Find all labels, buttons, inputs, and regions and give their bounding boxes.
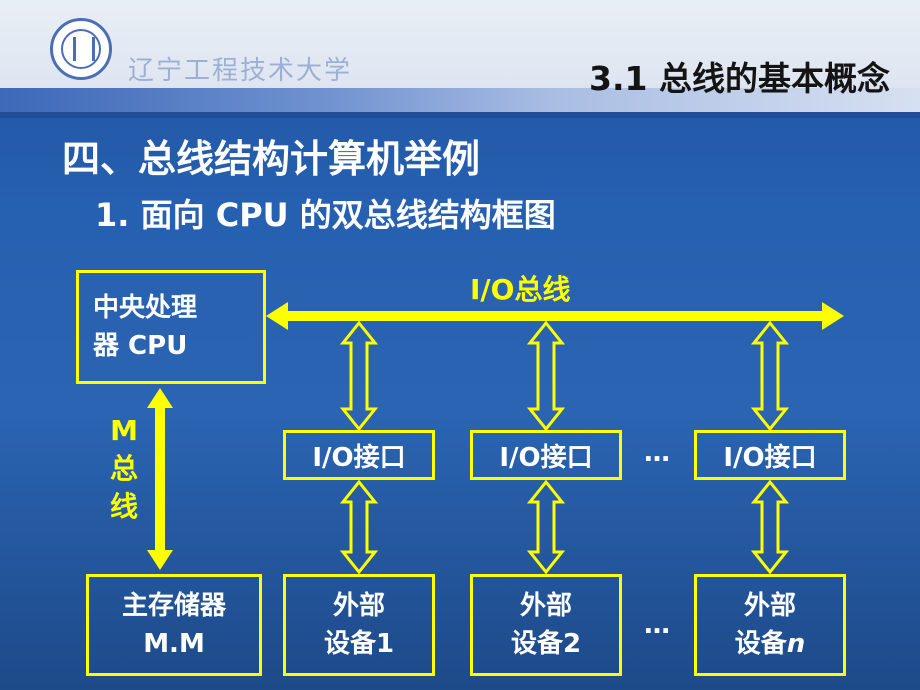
io-link-arrow-2: [526, 320, 566, 432]
io-bus-arrow: [266, 302, 844, 330]
device-n: 外部 设备n: [694, 574, 846, 676]
device-line1: 外部: [519, 591, 572, 621]
ellipsis-interfaces: …: [644, 438, 670, 468]
io-interface-2: I/O接口: [470, 430, 622, 480]
section-title: 3.1 总线的基本概念: [589, 59, 890, 98]
dev-link-arrow-3: [750, 479, 790, 575]
main-memory-line1: 主存储器: [121, 591, 226, 621]
device-line2: 设备n: [734, 629, 806, 659]
dev-link-arrow-2: [526, 479, 566, 575]
io-interface-n: I/O接口: [694, 430, 846, 480]
m-bus-arrow: [147, 388, 173, 570]
ellipsis-devices: …: [644, 610, 670, 640]
university-name: 辽宁工程技术大学: [128, 56, 353, 86]
device-suffix: n: [786, 629, 806, 659]
device-1: 外部 设备1: [283, 574, 435, 676]
device-suffix: 1: [375, 629, 395, 659]
slide-subheading: 1. 面向 CPU 的双总线结构框图: [95, 196, 556, 234]
cpu-label-line1: 中央处理: [93, 293, 198, 323]
header-divider: [0, 112, 920, 118]
device-suffix: 2: [562, 629, 582, 659]
university-logo: [50, 18, 112, 80]
main-memory-line2: M.M: [143, 629, 205, 659]
io-link-arrow-1: [339, 320, 379, 432]
device-2: 外部 设备2: [470, 574, 622, 676]
m-bus-char: 总: [109, 452, 138, 485]
device-line1: 外部: [332, 591, 385, 621]
device-line1: 外部: [743, 591, 796, 621]
cpu-box: 中央处理 器 CPU: [76, 270, 266, 384]
device-line2: 设备2: [510, 629, 582, 659]
io-interface-1: I/O接口: [283, 430, 435, 480]
logo-emblem-icon: [61, 29, 101, 69]
main-memory-box: 主存储器 M.M: [86, 574, 262, 676]
m-bus-char: 线: [109, 490, 138, 523]
m-bus-char: M: [110, 414, 138, 447]
io-link-arrow-3: [750, 320, 790, 432]
slide-heading: 四、总线结构计算机举例: [62, 137, 481, 181]
io-bus-label: I/O总线: [470, 273, 571, 306]
cpu-label-line2: 器 CPU: [93, 331, 188, 361]
device-line2: 设备1: [323, 629, 395, 659]
m-bus-label: M 总 线: [104, 412, 144, 526]
dev-link-arrow-1: [339, 479, 379, 575]
